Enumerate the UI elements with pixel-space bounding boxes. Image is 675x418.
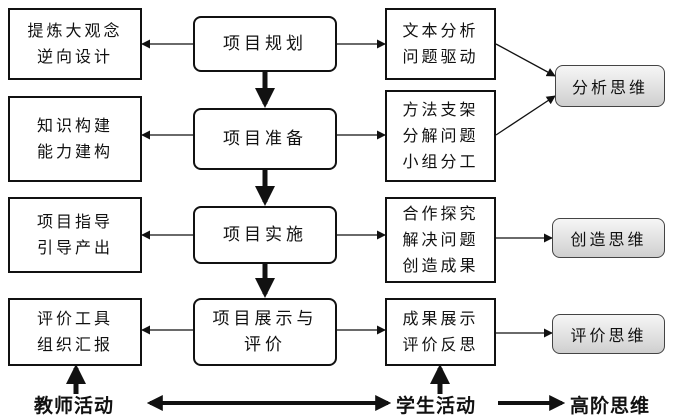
student-box-4-line-1: 成果展示 xyxy=(402,309,479,328)
stage-box-1-line-1: 项目规划 xyxy=(223,34,307,54)
stage-box-4: 项目展示与 评价 xyxy=(193,298,337,366)
teacher-box-1-line-2: 逆向设计 xyxy=(36,47,113,66)
arrow-to-analysis-2 xyxy=(495,95,556,136)
stage-box-2-line-1: 项目准备 xyxy=(223,129,307,149)
student-box-1-line-1: 文本分析 xyxy=(402,21,479,40)
teacher-box-4-line-1: 评价工具 xyxy=(36,309,113,328)
arrow-to-analysis-1 xyxy=(495,43,556,77)
student-box-3: 合作探究 解决问题 创造成果 xyxy=(385,197,496,283)
teacher-box-1-line-1: 提炼大观念 xyxy=(27,21,123,40)
thinking-creative: 创造思维 xyxy=(552,218,665,258)
student-box-3-line-1: 合作探究 xyxy=(402,204,479,223)
stage-box-4-line-2: 评价 xyxy=(244,335,286,355)
stage-box-1: 项目规划 xyxy=(193,16,337,72)
teacher-box-1: 提炼大观念 逆向设计 xyxy=(8,8,142,80)
teacher-box-2-line-2: 能力建构 xyxy=(36,142,113,161)
student-box-2: 方法支架 分解问题 小组分工 xyxy=(385,90,496,182)
teacher-activity-label: 教师活动 xyxy=(34,395,115,417)
stage-box-3: 项目实施 xyxy=(193,206,337,264)
teacher-box-3: 项目指导 引导产出 xyxy=(8,197,142,273)
student-box-2-line-1: 方法支架 xyxy=(402,100,479,119)
teacher-box-3-line-1: 项目指导 xyxy=(36,212,113,231)
student-box-2-line-2: 分解问题 xyxy=(402,126,479,145)
student-activity-label: 学生活动 xyxy=(396,395,477,417)
student-box-1-line-2: 问题驱动 xyxy=(402,47,479,66)
teacher-box-4-line-2: 组织汇报 xyxy=(36,335,113,354)
student-box-2-line-3: 小组分工 xyxy=(402,152,479,171)
student-box-4: 成果展示 评价反思 xyxy=(385,298,496,366)
higher-thinking-label: 高阶思维 xyxy=(570,395,651,417)
thinking-evaluative: 评价思维 xyxy=(552,314,665,354)
student-box-4-line-2: 评价反思 xyxy=(402,335,479,354)
stage-box-3-line-1: 项目实施 xyxy=(223,225,307,245)
student-box-1: 文本分析 问题驱动 xyxy=(385,8,496,80)
teacher-box-2: 知识构建 能力建构 xyxy=(8,96,142,182)
thinking-analysis: 分析思维 xyxy=(555,65,665,107)
student-box-3-line-3: 创造成果 xyxy=(402,256,479,275)
teacher-box-4: 评价工具 组织汇报 xyxy=(8,298,142,366)
student-box-3-line-2: 解决问题 xyxy=(402,230,479,249)
teacher-box-2-line-1: 知识构建 xyxy=(36,116,113,135)
stage-box-4-line-1: 项目展示与 xyxy=(212,309,318,329)
stage-box-2: 项目准备 xyxy=(193,108,337,170)
teacher-box-3-line-2: 引导产出 xyxy=(36,238,113,257)
